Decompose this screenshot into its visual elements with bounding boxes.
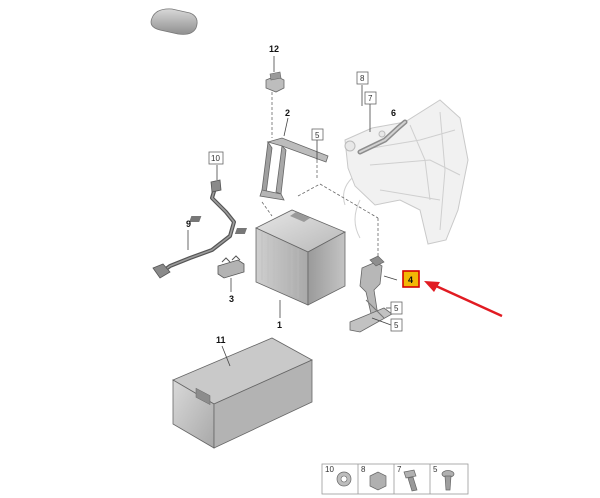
cap-part [150,8,198,35]
part-3-terminal [217,255,245,279]
legend-item-8: 8 [361,465,366,474]
leader-lines [187,56,398,367]
callout-4-highlight[interactable] [402,270,420,288]
callout-1: 1 [277,320,282,330]
callout-8: 8 [360,74,365,83]
part-11-box [172,337,313,449]
red-pointer-arrow [424,281,503,318]
part-2-bracket [259,137,329,201]
legend-item-10: 10 [325,465,334,474]
cap-nut-icon [369,471,387,491]
callout-4: 4 [408,275,413,285]
part-12-clamp [265,71,285,93]
screw-icon [441,470,455,491]
fastener-legend: 10 8 7 5 [321,463,469,495]
nut-icon [336,471,352,487]
legend-item-5: 5 [433,465,438,474]
callout-5-c: 5 [394,321,399,330]
callout-5-a: 5 [315,131,320,140]
callout-3: 3 [229,294,234,304]
part-6-rod [357,119,408,155]
part-1-battery [189,209,346,306]
callout-10: 10 [211,154,220,163]
legend-item-7: 7 [397,465,402,474]
callout-11: 11 [216,335,226,345]
callout-12: 12 [269,44,279,54]
callout-7: 7 [368,94,373,103]
callout-5-b: 5 [394,304,399,313]
vehicle-body-ghost [343,99,469,245]
part-9-cable [152,179,236,279]
bolt-icon [403,469,418,492]
callout-2: 2 [285,108,290,118]
callout-6: 6 [391,108,396,118]
callout-9: 9 [186,219,191,229]
part-4-holder [349,255,393,333]
callouts: 12 2 5 10 9 3 1 8 7 6 4 5 5 11 [186,44,420,345]
